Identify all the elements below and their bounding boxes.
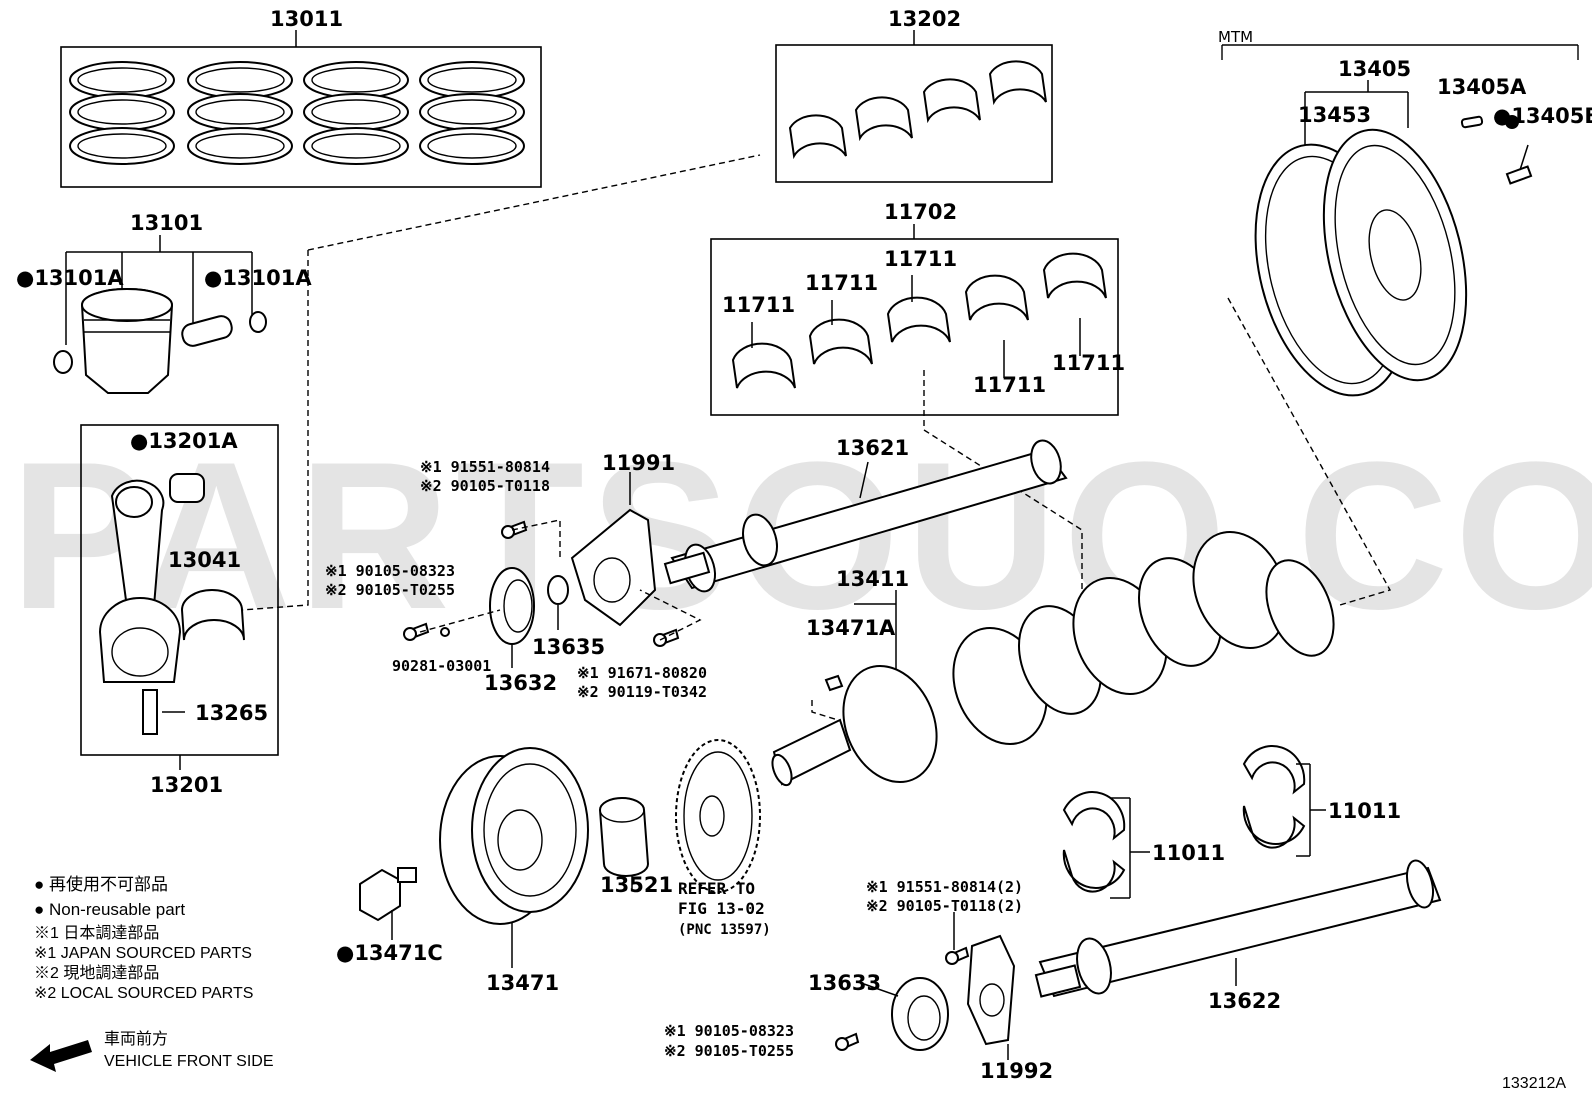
label-11011-b[interactable]: 11011 [1328,799,1401,823]
label-90281-03001[interactable]: 90281-03001 [392,657,491,675]
balance-shaft-gear-13632[interactable] [489,567,535,668]
bolt-bottom-left[interactable] [835,1032,860,1051]
label-11702[interactable]: 11702 [884,200,957,224]
front-label-jp: 車両前方 [104,1030,168,1048]
label-13622[interactable]: 13622 [1208,989,1281,1013]
pulley-bolt-13471C[interactable] [359,867,417,940]
label-13405[interactable]: 13405 [1338,57,1411,81]
thrust-washer-11011-left[interactable] [1062,791,1150,899]
label-11011-a[interactable]: 11011 [1152,841,1225,865]
legend-local-en: ※2 LOCAL SOURCED PARTS [34,985,253,1002]
balance-shaft-gear-13633[interactable] [863,977,949,1051]
crankshaft-timing-gear-13521[interactable] [598,797,650,890]
crankshaft-pulley-13471[interactable] [439,747,589,968]
label-13633[interactable]: 13633 [808,971,881,995]
balance-shaft-13621[interactable] [663,437,1068,595]
label-13101A-left[interactable]: ●13101A [16,266,124,290]
note-3-japan: ※1 91671-80820 [577,664,707,682]
label-13471A[interactable]: 13471A [806,616,896,640]
legend-japan-jp: ※1 日本調達部品 [34,924,159,942]
label-13201A[interactable]: ●13201A [130,429,238,453]
label-13265[interactable]: 13265 [195,701,268,725]
refer-line-2: FIG 13-02 [678,899,765,918]
note-5-japan: ※1 90105-08323 [664,1022,794,1040]
label-13453[interactable]: 13453 [1298,103,1371,127]
label-11991[interactable]: 11991 [602,451,675,475]
label-13521[interactable]: 13521 [600,873,673,897]
note-2-japan: ※1 90105-08323 [325,562,455,580]
group-label-mtm: MTM [1218,28,1253,46]
flywheel-assembly[interactable] [1221,44,1579,412]
balance-shaft-13622[interactable] [1034,858,1442,998]
thrust-washer-11011-right[interactable] [1242,745,1326,857]
refer-line-3: (PNC 13597) [678,922,771,938]
label-11992[interactable]: 11992 [980,1059,1053,1083]
label-13471C[interactable]: ●13471C [336,941,443,965]
note-4-local: ※2 90105-T0118(2) [866,897,1023,915]
label-13635[interactable]: 13635 [532,635,605,659]
label-13101[interactable]: 13101 [130,211,203,235]
note-1-japan: ※1 91551-80814 [420,458,550,476]
note-3-local: ※2 90119-T0342 [577,683,707,701]
front-label-en: VEHICLE FRONT SIDE [104,1053,274,1070]
legend-local-jp: ※2 現地調達部品 [34,964,159,982]
label-11711-5[interactable]: 11711 [1052,351,1125,375]
piston-ring-set[interactable] [60,30,542,188]
label-11711-2[interactable]: 11711 [805,271,878,295]
piston-assembly[interactable] [53,235,267,394]
legend: ● 再使用不可部品 ● Non-reusable part ※1 日本調達部品 … [30,874,274,1072]
refer-line-1: REFER TO [678,879,755,898]
legend-japan-en: ※1 JAPAN SOURCED PARTS [34,945,252,962]
balance-shaft-plate-11991[interactable] [570,472,657,627]
label-13101A-right[interactable]: ●13101A [204,266,312,290]
bolt-bottom-right[interactable] [945,912,970,965]
balance-shaft-plate-11992[interactable] [966,934,1016,1060]
note-4-japan: ※1 91551-80814(2) [866,878,1023,896]
legend-non-reusable-en: ● Non-reusable part [34,900,185,919]
label-13411[interactable]: 13411 [836,567,909,591]
bolt-left[interactable] [403,622,450,641]
note-1-local: ※2 90105-T0118 [420,477,550,495]
label-13201[interactable]: 13201 [150,773,223,797]
label-13621[interactable]: 13621 [836,436,909,460]
connecting-rod-bearing-set[interactable] [775,30,1053,183]
crankshaft-bearing-set[interactable] [710,224,1119,416]
spacer-13635[interactable] [547,575,569,630]
label-11711-3[interactable]: 11711 [884,247,957,271]
label-13405B[interactable]: ●13405B [1493,104,1592,128]
front-arrow-icon [30,1040,92,1072]
legend-non-reusable-jp: ● 再使用不可部品 [34,874,168,894]
connecting-rod-assembly[interactable] [80,424,279,770]
crankshaft-13411[interactable] [769,518,1347,796]
label-13011[interactable]: 13011 [270,7,343,31]
label-13632[interactable]: 13632 [484,671,557,695]
label-13202[interactable]: 13202 [888,7,961,31]
label-13041[interactable]: 13041 [168,548,241,572]
note-2-local: ※2 90105-T0255 [325,581,455,599]
label-13471[interactable]: 13471 [486,971,559,995]
label-11711-1[interactable]: 11711 [722,293,795,317]
label-13405A[interactable]: 13405A [1437,75,1527,99]
label-11711-4[interactable]: 11711 [973,373,1046,397]
timing-sprocket [675,739,761,893]
figure-id: 133212A [1502,1075,1566,1092]
note-5-local: ※2 90105-T0255 [664,1042,794,1060]
